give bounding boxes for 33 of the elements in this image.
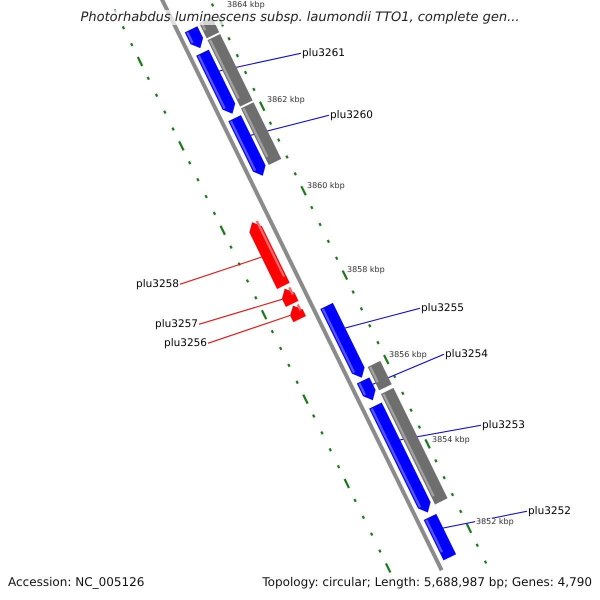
leader-line [208, 314, 291, 344]
leader-line [180, 256, 262, 285]
gene-label: plu3261 [302, 48, 345, 58]
gene-feature [290, 304, 306, 322]
gene-label: plu3254 [445, 349, 488, 360]
gene-feature [356, 377, 376, 400]
gene-feature [249, 220, 290, 289]
gene-label: plu3257 [155, 319, 198, 330]
scale-label: 3862 kbp [266, 96, 306, 104]
scale-label: 3858 kbp [346, 266, 386, 274]
scale-label: 3860 kbp [306, 182, 346, 190]
title: Photorhabdus luminescens subsp. laumondii TTO1, complete gen... [80, 10, 520, 25]
gene-label: plu3258 [136, 279, 179, 290]
leader-line [344, 308, 420, 328]
scale-label: 3856 kbp [388, 351, 428, 359]
gene-feature [424, 514, 456, 560]
gene-feature [184, 26, 204, 48]
scale-label: 3854 kbp [431, 436, 471, 444]
gene-feature [208, 34, 253, 107]
gene-label: plu3256 [164, 338, 207, 348]
footer-text: Accession: NC_005126 [8, 576, 144, 588]
gene-label: plu3253 [482, 420, 525, 430]
gene-label: plu3252 [528, 506, 571, 516]
gene-feature [282, 286, 298, 307]
gene-label: plu3255 [421, 303, 464, 314]
footer-text: Topology: circular; Length: 5,688,987 bp; Genes: 4,790 [262, 576, 592, 588]
scale-label: 3864 kbp [226, 1, 266, 9]
gene-feature [240, 102, 282, 165]
gene-feature [368, 360, 392, 390]
gene-feature [320, 302, 365, 378]
leader-line [198, 298, 283, 325]
scale-label: 3852 kbp [475, 518, 515, 526]
gene-label: plu3260 [330, 110, 373, 120]
